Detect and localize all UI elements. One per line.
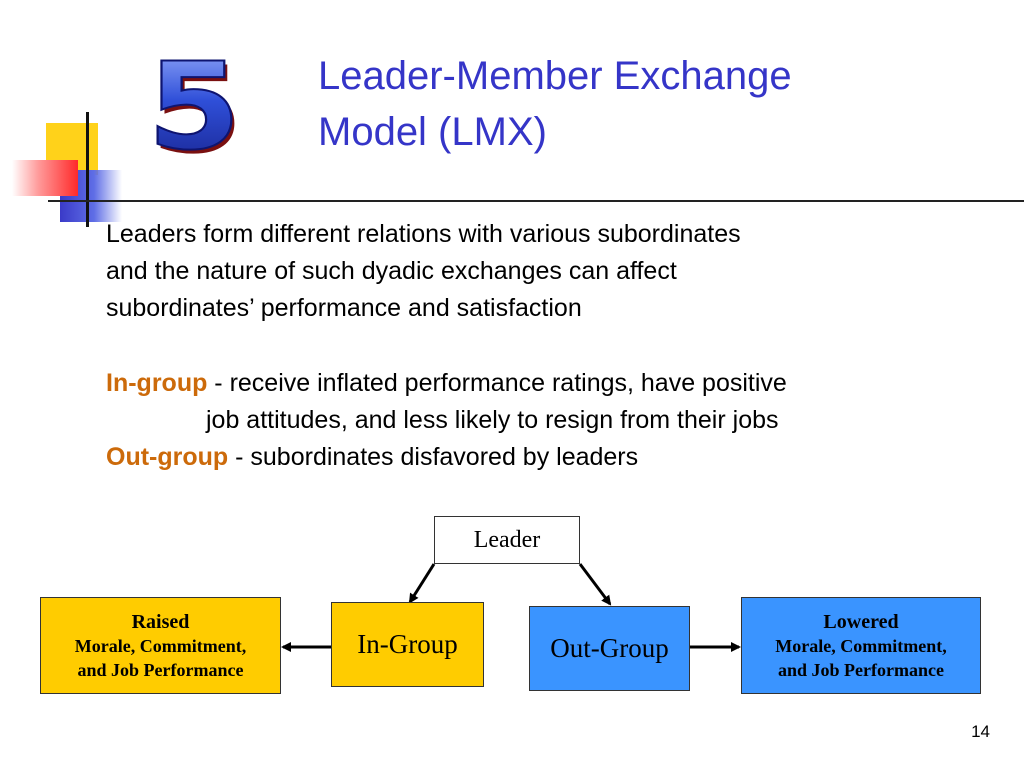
decor-vertical-line — [86, 112, 89, 227]
arrow-leader-to-ingroup — [408, 563, 436, 604]
intro-paragraph: Leaders form different relations with va… — [106, 216, 996, 327]
out-group-text: - subordinates disfavored by leaders — [228, 443, 639, 471]
slide-body: Leaders form different relations with va… — [106, 216, 996, 476]
intro-line-2: and the nature of such dyadic exchanges … — [106, 257, 677, 285]
leader-box: Leader — [434, 516, 580, 564]
slide-title-line-2: Model (LMX) — [318, 110, 547, 154]
decor-red-bar — [12, 160, 78, 196]
page-number: 14 — [971, 722, 990, 741]
lowered-line-1: Morale, Commitment, — [775, 635, 947, 656]
raised-line-2: and Job Performance — [77, 659, 244, 680]
lowered-line-2: and Job Performance — [778, 659, 944, 680]
arrow-leader-to-outgroup — [578, 563, 612, 606]
intro-line-1: Leaders form different relations with va… — [106, 220, 741, 248]
slide-title: Leader-Member Exchange Model (LMX) — [318, 48, 978, 160]
lowered-outcome-box: Lowered Morale, Commitment, and Job Perf… — [741, 597, 981, 694]
leader-label: Leader — [473, 526, 541, 553]
in-group-definition: In-group - receive inflated performance … — [106, 365, 996, 402]
raised-line-1: Morale, Commitment, — [74, 635, 247, 656]
out-group-definition: Out-group - subordinates disfavored by l… — [106, 439, 996, 476]
lowered-heading: Lowered — [823, 610, 899, 633]
in-group-box: In-Group — [331, 602, 484, 687]
out-group-label: Out-Group — [550, 633, 669, 663]
in-group-text-2: job attitudes, and less likely to resign… — [206, 406, 779, 434]
section-number-shadow: 5 — [150, 42, 244, 170]
in-group-label: In-Group — [357, 629, 458, 659]
in-group-term: In-group — [106, 369, 208, 397]
raised-outcome-box: Raised Morale, Commitment, and Job Perfo… — [40, 597, 281, 694]
section-number-graphic: 5 5 — [146, 37, 244, 170]
out-group-term: Out-group — [106, 443, 229, 471]
section-number: 5 — [147, 38, 241, 170]
out-group-box: Out-Group — [529, 606, 690, 691]
intro-line-3: subordinates’ performance and satisfacti… — [106, 294, 582, 322]
title-underline — [48, 200, 1024, 202]
raised-heading: Raised — [131, 610, 190, 633]
group-definitions: In-group - receive inflated performance … — [106, 365, 996, 476]
slide-title-line-1: Leader-Member Exchange — [318, 54, 792, 98]
in-group-text-1: - receive inflated performance ratings, … — [207, 369, 787, 397]
